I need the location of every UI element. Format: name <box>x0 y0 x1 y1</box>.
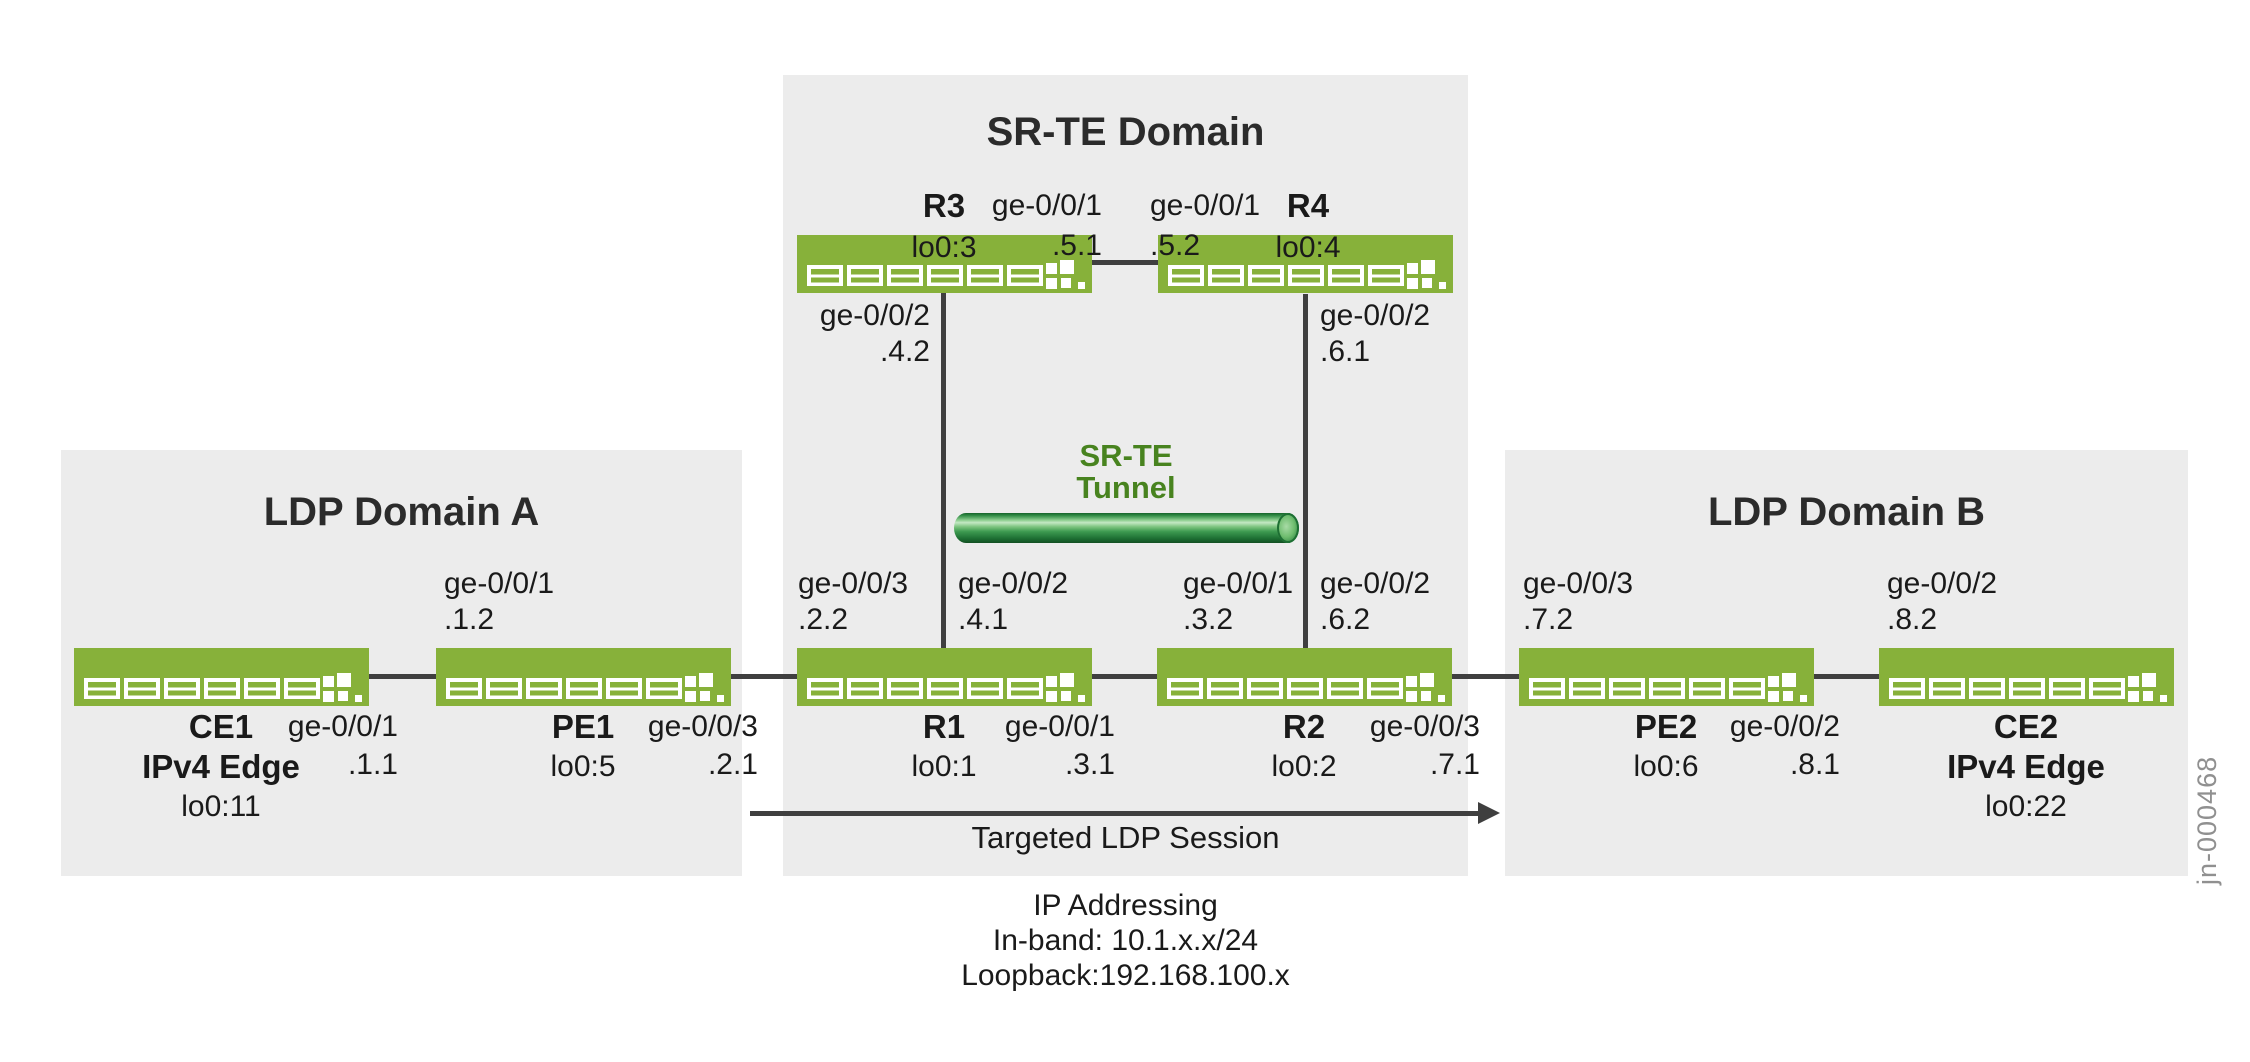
link-r3-r1 <box>941 293 946 650</box>
link-r3-r4 <box>1092 260 1158 265</box>
link-pe1-r1 <box>731 674 797 679</box>
iface-label-r3-ge001: ge-0/0/1.5.1 <box>991 189 1102 262</box>
figure-id-watermark: jn-000468 <box>2192 755 2222 885</box>
iface-label-pe1-ge003: ge-0/0/3.2.1 <box>647 710 758 781</box>
iface-label-ce2-ge002: ge-0/0/2.8.2 <box>1887 567 1998 636</box>
router-icon-r1 <box>797 648 1092 706</box>
router-icon-ce2 <box>1879 648 2174 706</box>
ldp-domain-b-title: LDP Domain B <box>1707 490 1986 534</box>
router-icon-r2 <box>1157 648 1452 706</box>
srte-domain-box <box>783 75 1468 876</box>
iface-label-ce1-ge001: ge-0/0/1.1.1 <box>287 710 398 781</box>
iface-label-r2-ge001: ge-0/0/1.3.2 <box>1183 567 1294 636</box>
link-pe2-ce2 <box>1814 674 1879 679</box>
link-r4-r2 <box>1303 294 1308 650</box>
targeted-ldp-session-label: Targeted LDP Session <box>971 820 1280 855</box>
iface-label-r3-ge002: ge-0/0/2.4.2 <box>819 299 930 368</box>
link-r1-r2 <box>1092 674 1157 679</box>
router-icon-pe2 <box>1519 648 1814 706</box>
targeted-ldp-arrow-line <box>750 811 1480 816</box>
srte-tunnel-cylinder <box>954 513 1290 543</box>
link-r2-pe2 <box>1452 674 1519 679</box>
link-ce1-pe1 <box>368 674 437 679</box>
router-icon-pe1 <box>436 648 731 706</box>
iface-label-r4-ge001: ge-0/0/1.5.2 <box>1150 189 1261 262</box>
iface-label-r1-ge001: ge-0/0/1.3.1 <box>1004 710 1115 781</box>
iface-label-r4-ge002: ge-0/0/2.6.1 <box>1320 299 1431 368</box>
srte-domain-title: SR-TE Domain <box>986 110 1265 154</box>
iface-label-r1-ge003: ge-0/0/3.2.2 <box>798 567 909 636</box>
iface-label-r2-ge002: ge-0/0/2.6.2 <box>1320 567 1431 636</box>
router-icon-ce1 <box>74 648 369 706</box>
targeted-ldp-arrow-head <box>1478 802 1500 824</box>
iface-label-pe2-ge002: ge-0/0/2.8.1 <box>1729 710 1840 781</box>
srte-tunnel-end-cap <box>1277 513 1299 543</box>
iface-label-r2-ge003: ge-0/0/3.7.1 <box>1369 710 1480 781</box>
ldp-domain-a-title: LDP Domain A <box>263 490 540 534</box>
iface-label-pe2-ge003: ge-0/0/3.7.2 <box>1523 567 1634 636</box>
iface-label-r1-ge002: ge-0/0/2.4.1 <box>958 567 1069 636</box>
iface-label-pe1-ge001: ge-0/0/1.1.2 <box>444 567 555 636</box>
